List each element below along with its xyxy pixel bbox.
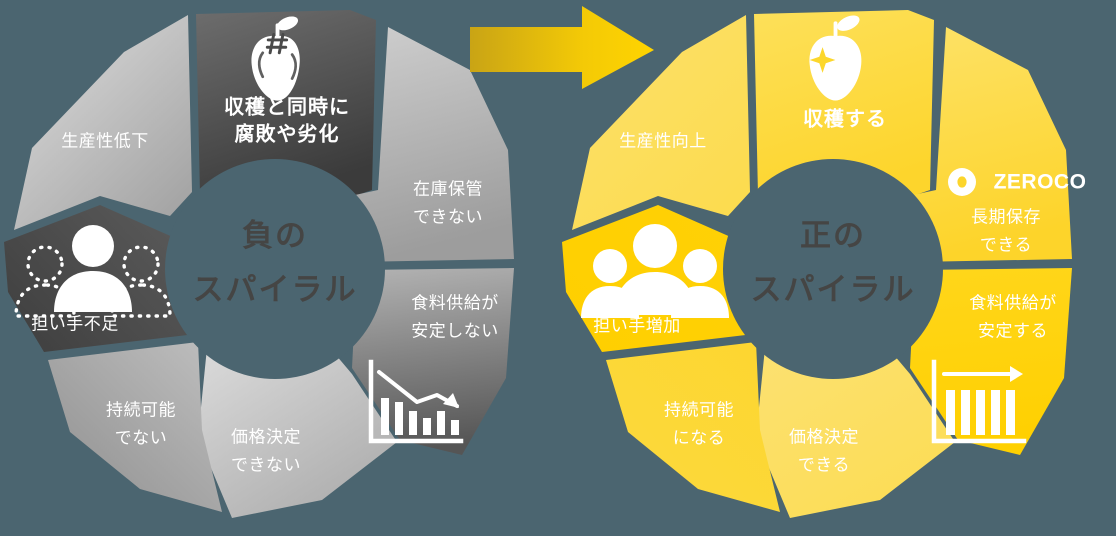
- core-line-1: 負の: [242, 218, 308, 253]
- segment-long-storage[interactable]: [890, 27, 1072, 262]
- three-people-icon: [581, 224, 729, 318]
- label-not-sustainable-2: でない: [115, 428, 168, 447]
- zeroco-logo-icon: ZEROCO: [948, 168, 1086, 196]
- flat-bar-chart-icon: [931, 359, 1027, 444]
- label-not-sustainable-1: 持続可能: [106, 400, 176, 419]
- core-line-2: スパイラル: [751, 272, 916, 307]
- core-line-2: スパイラル: [193, 272, 358, 307]
- label-unstable-supply-1: 食料供給が: [411, 293, 499, 312]
- label-stable-supply-2: 安定する: [978, 321, 1048, 340]
- label-pricing-ok-2: できる: [798, 455, 850, 474]
- label-harvest-rot-2: 腐敗や劣化: [235, 121, 340, 145]
- segment-productivity-down[interactable]: [14, 15, 192, 230]
- label-worker-shortage: 担い手不足: [31, 314, 119, 333]
- segment-unstable-supply[interactable]: [352, 268, 514, 455]
- label-pricing-ok-1: 価格決定: [789, 427, 859, 446]
- zeroco-wordmark: ZEROCO: [994, 171, 1087, 194]
- negative-spiral-wheel: 負の スパイラル 収穫と同時に 腐敗や劣化 在庫保管 できない 食: [4, 10, 514, 518]
- core-line-1: 正の: [800, 218, 866, 253]
- segment-productivity-up[interactable]: [572, 15, 750, 230]
- segment-pricing-ok[interactable]: [756, 338, 955, 518]
- label-unstable-supply-2: 安定しない: [411, 321, 499, 340]
- segment-harvest[interactable]: [754, 10, 934, 205]
- label-sustainable-2: になる: [673, 428, 726, 447]
- positive-spiral-wheel: 正の スパイラル 収穫する ZEROCO 長期保存 できる 食料供給が 安定する: [558, 0, 1116, 536]
- label-no-storage-1: 在庫保管: [413, 179, 483, 198]
- fresh-apple-icon: [809, 15, 862, 101]
- core-circle: [723, 159, 943, 379]
- segment-no-pricing[interactable]: [198, 338, 397, 518]
- segment-not-sustainable[interactable]: [48, 342, 222, 512]
- label-no-pricing-1: 価格決定: [231, 427, 301, 446]
- label-harvest-rot-1: 収穫と同時に: [224, 94, 350, 118]
- label-stable-supply-1: 食料供給が: [969, 293, 1057, 312]
- rotten-apple-icon: [251, 16, 300, 101]
- segment-harvest-rot[interactable]: [196, 10, 376, 205]
- label-productivity-up: 生産性向上: [619, 131, 707, 150]
- single-person-icon: [14, 225, 172, 318]
- declining-bar-chart-icon: [368, 359, 464, 444]
- label-no-pricing-2: できない: [231, 455, 301, 474]
- label-sustainable-1: 持続可能: [664, 400, 734, 419]
- label-long-storage-2: できる: [980, 235, 1032, 254]
- label-worker-increase: 担い手増加: [593, 316, 681, 335]
- segment-sustainable[interactable]: [606, 342, 780, 512]
- core-circle: [165, 159, 385, 379]
- label-harvest: 収穫する: [803, 107, 887, 130]
- segment-no-storage[interactable]: [332, 27, 514, 262]
- label-no-storage-2: できない: [413, 207, 483, 226]
- transition-arrow: [470, 6, 654, 89]
- label-long-storage-1: 長期保存: [971, 207, 1041, 226]
- label-productivity-down: 生産性低下: [61, 131, 149, 150]
